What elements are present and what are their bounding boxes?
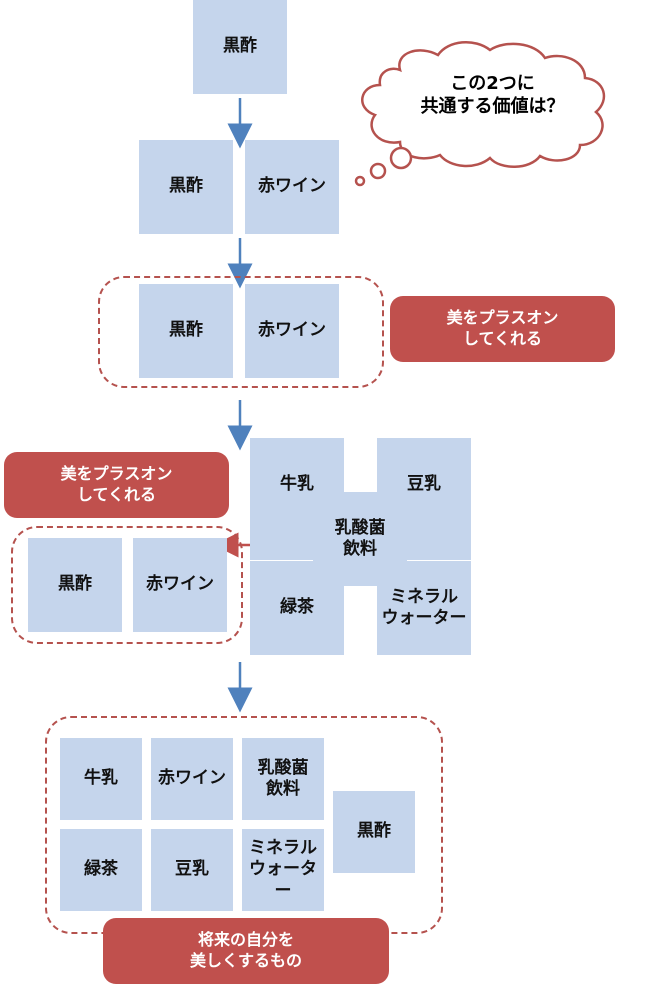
box-kurozu-4: 黒酢 xyxy=(28,538,122,632)
label-beauty-plus-2: 美をプラスオン してくれる xyxy=(4,452,229,518)
thought-text: この2つに 共通する価値は？ xyxy=(420,73,565,118)
group-step3 xyxy=(98,276,384,388)
box-red-wine-5: 赤ワイン xyxy=(151,738,233,820)
box-green-tea-5: 緑茶 xyxy=(60,829,142,911)
label-future-self: 将来の自分を 美しくするもの xyxy=(103,918,389,984)
box-lactic-drink-4: 乳酸菌 飲料 xyxy=(313,492,407,586)
box-red-wine-4: 赤ワイン xyxy=(133,538,227,632)
label-beauty-plus-1: 美をプラスオン してくれる xyxy=(390,296,615,362)
box-red-wine-3: 赤ワイン xyxy=(245,284,339,378)
thought-cloud xyxy=(354,40,606,187)
box-kurozu-1: 黒酢 xyxy=(193,0,287,94)
box-mineral-water-5: ミネラル ウォーター xyxy=(242,829,324,911)
box-kurozu-2: 黒酢 xyxy=(139,140,233,234)
group-step4-left xyxy=(11,526,243,644)
box-red-wine-2: 赤ワイン xyxy=(245,140,339,234)
box-lactic-drink-5: 乳酸菌 飲料 xyxy=(242,738,324,820)
box-kurozu-5: 黒酢 xyxy=(333,791,415,873)
box-milk-5: 牛乳 xyxy=(60,738,142,820)
box-soy-milk-5: 豆乳 xyxy=(151,829,233,911)
box-kurozu-3: 黒酢 xyxy=(139,284,233,378)
